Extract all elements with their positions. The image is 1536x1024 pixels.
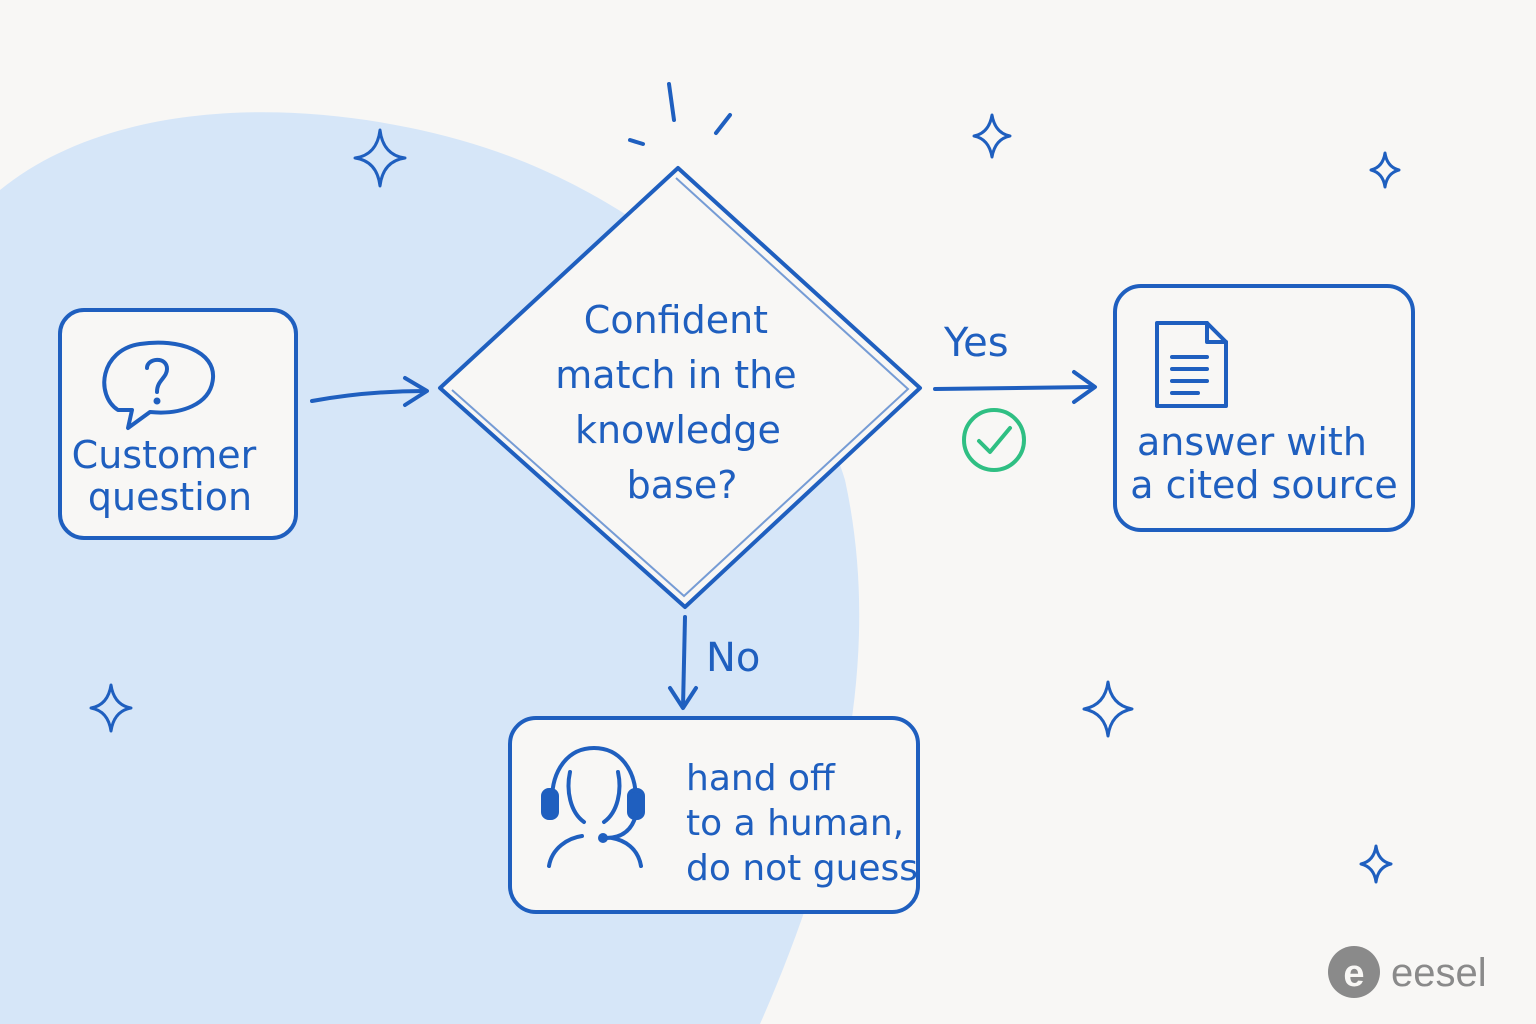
start-node: Customer question (58, 308, 298, 540)
edge-start-to-decision (310, 376, 429, 407)
emphasis-marks (628, 82, 732, 146)
brand-logo-letter: e (1343, 953, 1364, 995)
sparkle-icon (1082, 680, 1134, 738)
yes-edge-label: Yes (943, 320, 1009, 366)
sparkle-icon (1359, 844, 1393, 884)
brand-name: eesel (1391, 951, 1487, 995)
support-agent-headset-icon (541, 746, 645, 868)
no-edge-label: No (706, 635, 760, 681)
start-node-label: Customer question (72, 433, 269, 519)
sparkle-icon (353, 128, 407, 188)
no-result-node: hand off to a human, do not guess (508, 716, 920, 914)
decision-node: Confident match in the knowledge base? (438, 166, 922, 609)
brand-logo-mark (1328, 946, 1380, 998)
sparkle-icon (89, 683, 133, 733)
decision-node-label: Confident match in the knowledge base? (555, 298, 808, 507)
edge-decision-to-yes (933, 370, 1097, 404)
question-bubble-icon (102, 340, 216, 430)
check-circle-icon (962, 408, 1026, 472)
document-icon (1155, 321, 1228, 408)
sparkle-icons (89, 113, 1401, 884)
brand-logo: e eesel (1328, 946, 1487, 998)
yes-result-node-label: answer with a cited source (1130, 420, 1397, 507)
no-result-node-label: hand off to a human, do not guess (686, 758, 918, 889)
sparkle-icon (972, 113, 1012, 159)
edge-decision-to-no (668, 615, 698, 710)
sparkle-icon (1369, 151, 1401, 189)
yes-result-node: answer with a cited source (1113, 284, 1415, 532)
